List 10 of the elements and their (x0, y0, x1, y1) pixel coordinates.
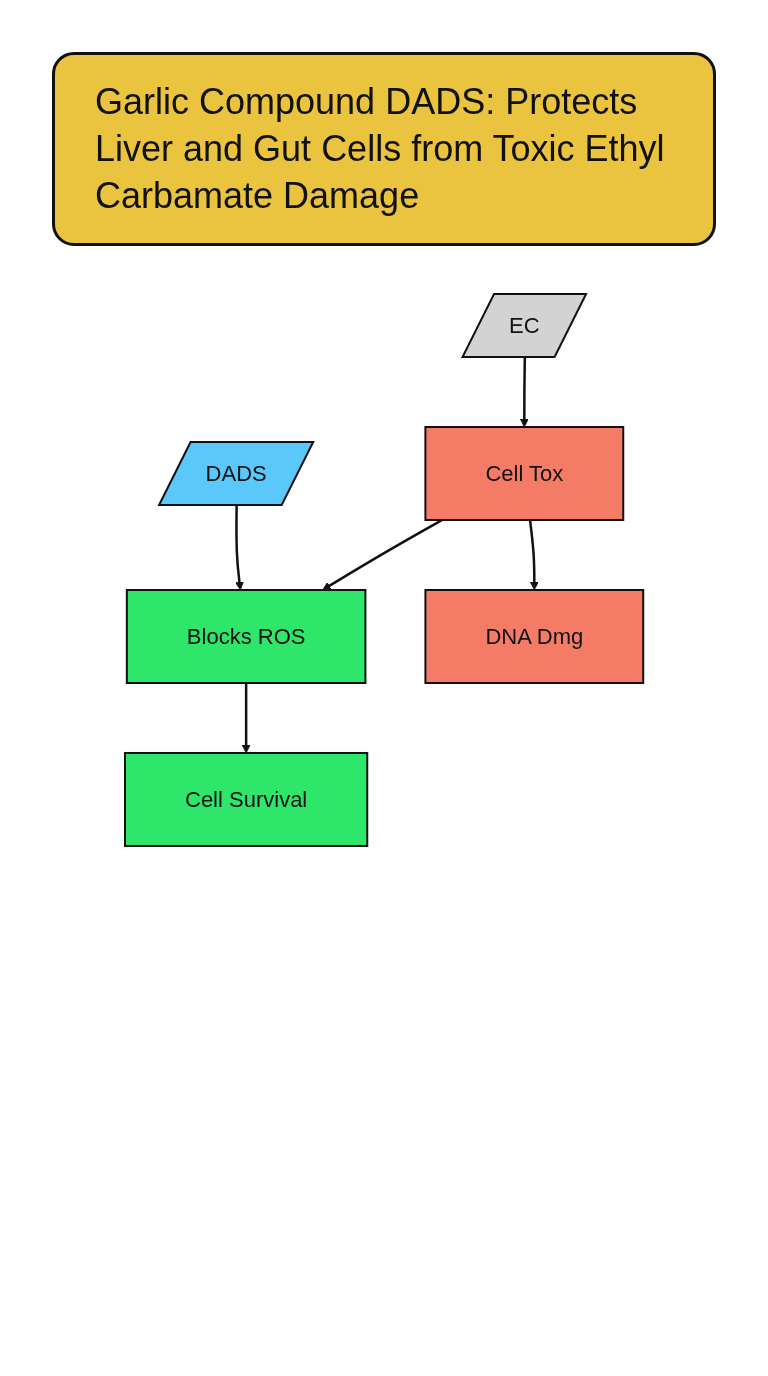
arrow (322, 519, 443, 591)
node-box: Blocks ROS (125, 589, 367, 685)
title-banner: Garlic Compound DADS: Protects Liver and Gut Cells from Toxic Ethyl Carbamate Damage (52, 52, 716, 247)
arrow (234, 505, 244, 591)
node-box: DNA Dmg (424, 589, 645, 685)
arrow (528, 520, 539, 591)
node-box: Cell Survival (123, 752, 369, 848)
arrow (519, 357, 529, 428)
arrow (241, 683, 251, 754)
node-box: Cell Tox (424, 426, 625, 522)
